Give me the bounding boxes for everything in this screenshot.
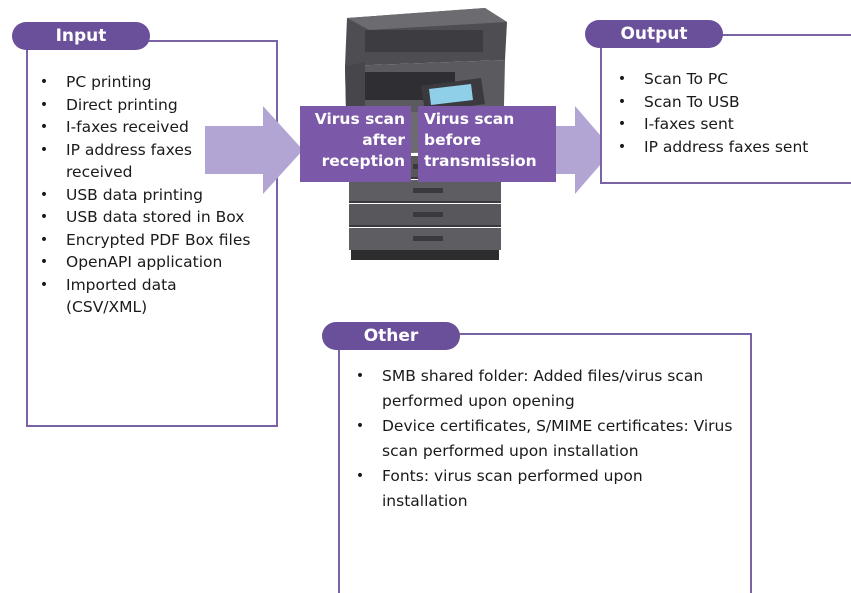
list-item: •IP address faxes sent bbox=[614, 136, 850, 159]
bullet-icon: • bbox=[617, 116, 627, 132]
bullet-icon: • bbox=[39, 276, 49, 293]
list-item: •PC printing bbox=[36, 71, 272, 94]
other-tab: Other bbox=[322, 322, 460, 350]
input-arrow bbox=[205, 106, 303, 194]
list-item: •Fonts: virus scan performed upon instal… bbox=[352, 464, 732, 514]
list-item: •Scan To USB bbox=[614, 91, 850, 114]
bullet-icon: • bbox=[39, 231, 49, 248]
list-item: •I-faxes sent bbox=[614, 113, 850, 136]
list-item: •Direct printing bbox=[36, 94, 272, 117]
list-item: •OpenAPI application bbox=[36, 251, 272, 274]
list-item: •Device certificates, S/MIME certificate… bbox=[352, 414, 748, 464]
bullet-icon: • bbox=[617, 93, 627, 110]
bullet-icon: • bbox=[39, 119, 49, 135]
input-list: •PC printing •Direct printing •I-faxes r… bbox=[36, 71, 272, 319]
bullet-icon: • bbox=[355, 368, 365, 384]
output-tab: Output bbox=[585, 20, 723, 48]
bullet-icon: • bbox=[39, 209, 49, 225]
bullet-icon: • bbox=[355, 468, 365, 484]
virus-scan-before-transmission-label: Virus scan before transmission bbox=[418, 106, 556, 182]
output-list: •Scan To PC •Scan To USB •I-faxes sent •… bbox=[614, 68, 850, 158]
list-item: •IP address faxes received bbox=[36, 139, 236, 184]
input-panel bbox=[26, 40, 278, 427]
bullet-icon: • bbox=[39, 186, 49, 203]
bullet-icon: • bbox=[617, 71, 627, 87]
list-item: •Encrypted PDF Box files bbox=[36, 229, 266, 252]
output-panel bbox=[600, 34, 851, 184]
list-item: •USB data stored in Box bbox=[36, 206, 256, 229]
virus-scan-after-reception-label: Virus scan after reception bbox=[300, 106, 411, 182]
other-list: •SMB shared folder: Added files/virus sc… bbox=[352, 364, 748, 514]
bullet-icon: • bbox=[617, 138, 627, 155]
other-panel bbox=[338, 333, 752, 593]
input-tab: Input bbox=[12, 22, 150, 50]
bullet-icon: • bbox=[355, 418, 365, 434]
bullet-icon: • bbox=[39, 96, 49, 113]
list-item: •USB data printing bbox=[36, 184, 272, 207]
bullet-icon: • bbox=[39, 141, 49, 158]
list-item: •I-faxes received bbox=[36, 116, 272, 139]
list-item: •SMB shared folder: Added files/virus sc… bbox=[352, 364, 748, 414]
list-item: •Imported data (CSV/XML) bbox=[36, 274, 246, 319]
bullet-icon: • bbox=[39, 254, 49, 270]
bullet-icon: • bbox=[39, 74, 49, 90]
list-item: •Scan To PC bbox=[614, 68, 850, 91]
